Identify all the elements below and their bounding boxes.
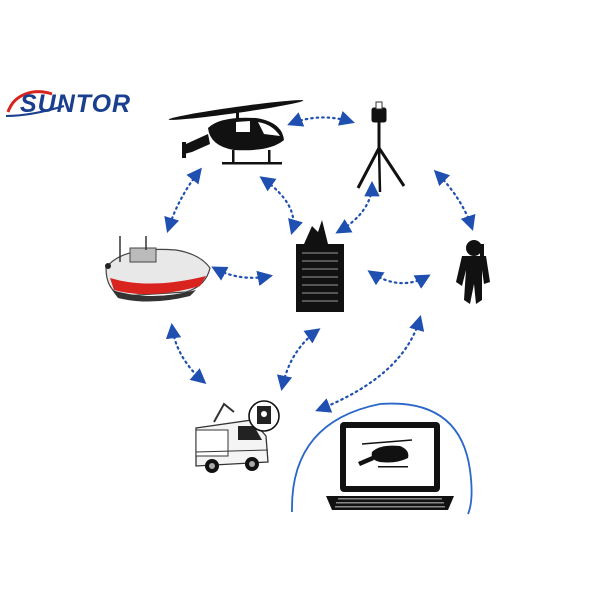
link-boat-van	[165, 322, 207, 385]
link-boat-tower	[211, 266, 274, 286]
link-van-tower	[277, 328, 321, 392]
logo-swoosh-icon	[5, 90, 65, 117]
tripod-antenna-icon	[356, 101, 406, 193]
suntor-logo: SUNTOR	[4, 86, 144, 122]
van-icon	[195, 400, 280, 473]
boat-icon	[105, 236, 211, 302]
link-helicopter-tripod	[287, 110, 355, 127]
link-tripod-soldier	[433, 169, 476, 231]
laptop-icon	[291, 402, 473, 515]
link-helicopter-boat	[164, 167, 202, 233]
soldier-icon	[456, 240, 490, 304]
link-group	[164, 110, 476, 413]
logo-text: SUNTOR	[20, 90, 132, 118]
link-helicopter-tower	[259, 176, 303, 235]
link-soldier-tower	[367, 270, 431, 289]
link-soldier-laptop	[315, 315, 425, 413]
tower-building-icon	[296, 220, 344, 312]
link-tripod-tower	[335, 180, 380, 234]
helicopter-icon	[168, 100, 304, 165]
